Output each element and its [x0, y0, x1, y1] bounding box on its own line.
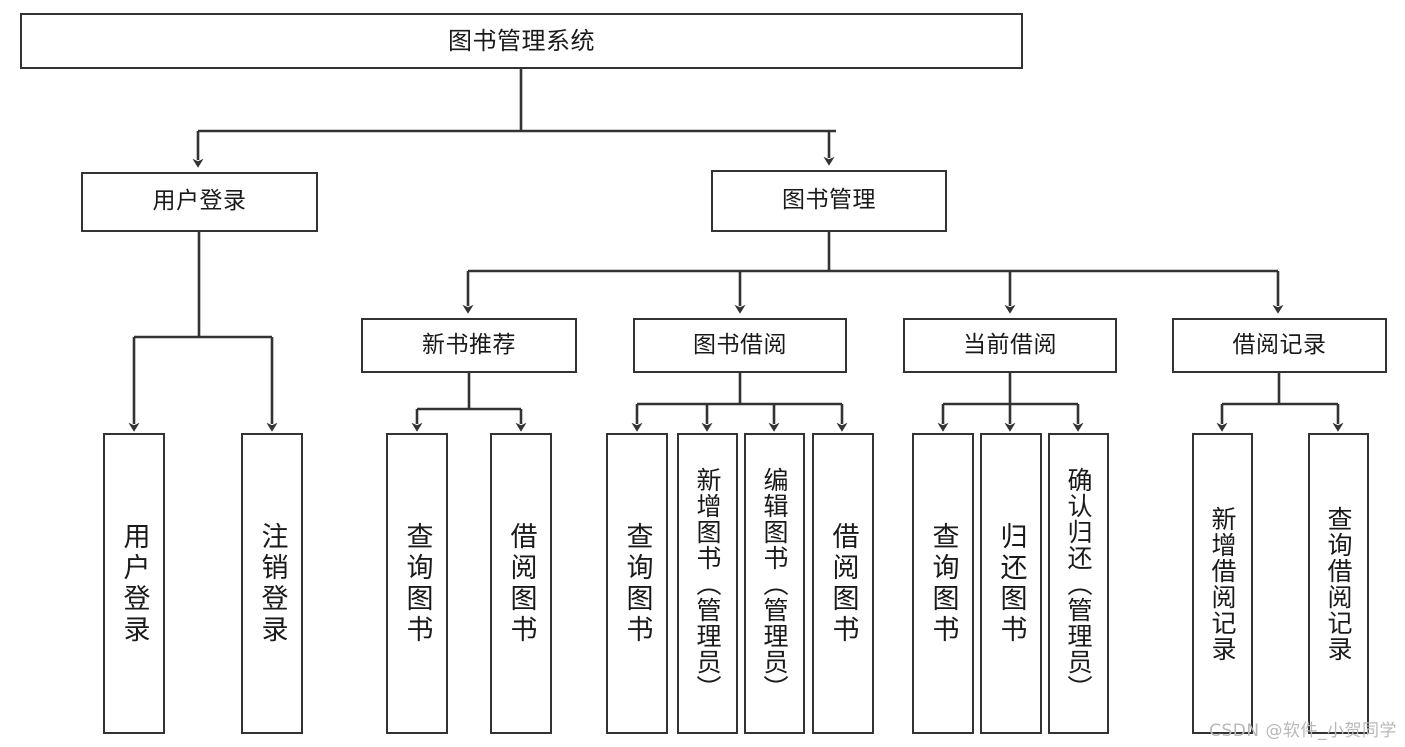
node-label: 用户登录 — [118, 521, 150, 646]
node-book-management[interactable]: 图书管理 — [711, 170, 947, 232]
node-leaf-borrow-book[interactable]: 借阅图书 — [812, 433, 874, 734]
node-borrow-record[interactable]: 借阅记录 — [1172, 318, 1387, 373]
node-label: 查询图书 — [927, 521, 959, 646]
node-leaf-return-book[interactable]: 归还图书 — [980, 433, 1042, 734]
node-leaf-add-borrow-record[interactable]: 新增借阅记录 — [1192, 433, 1253, 734]
node-label: 新增借阅记录 — [1208, 505, 1237, 662]
node-user-login[interactable]: 用户登录 — [81, 172, 318, 232]
node-leaf-logout[interactable]: 注销登录 — [241, 433, 303, 734]
node-leaf-user-login[interactable]: 用户登录 — [103, 433, 165, 734]
node-label: 图书借阅 — [693, 331, 787, 358]
node-label: 查询图书 — [621, 521, 653, 646]
node-label: 借阅图书 — [505, 521, 537, 646]
node-book-borrow[interactable]: 图书借阅 — [633, 318, 847, 373]
node-current-borrow[interactable]: 当前借阅 — [903, 318, 1117, 373]
watermark-text: CSDN @软件_小贺同学 — [1209, 721, 1397, 741]
node-label: 当前借阅 — [963, 331, 1057, 358]
node-label: 借阅图书 — [827, 521, 859, 646]
node-label: 图书管理 — [782, 187, 876, 214]
node-label: 查询借阅记录 — [1324, 505, 1353, 662]
node-leaf-query-book-borrow[interactable]: 查询图书 — [606, 433, 668, 734]
node-label: 注销登录 — [256, 521, 288, 646]
node-label: 借阅记录 — [1232, 331, 1327, 358]
node-leaf-query-borrow-record[interactable]: 查询借阅记录 — [1308, 433, 1369, 734]
node-leaf-borrow-book-recommend[interactable]: 借阅图书 — [490, 433, 552, 734]
node-leaf-add-book-admin[interactable]: 新增图书（管理员） — [677, 433, 738, 734]
node-label: 编辑图书（管理员） — [760, 466, 789, 701]
node-label: 查询图书 — [401, 521, 433, 646]
node-label: 归还图书 — [995, 521, 1027, 646]
node-label: 新增图书（管理员） — [693, 466, 722, 701]
node-label: 图书管理系统 — [448, 26, 595, 55]
node-label: 确认归还（管理员） — [1064, 466, 1093, 701]
node-root-book-management-system[interactable]: 图书管理系统 — [20, 13, 1023, 69]
node-leaf-confirm-return-admin[interactable]: 确认归还（管理员） — [1048, 433, 1109, 734]
node-leaf-edit-book-admin[interactable]: 编辑图书（管理员） — [744, 433, 805, 734]
node-leaf-query-book-recommend[interactable]: 查询图书 — [386, 433, 448, 734]
node-new-book-recommend[interactable]: 新书推荐 — [361, 318, 577, 373]
node-label: 用户登录 — [152, 188, 247, 215]
node-leaf-query-book-current[interactable]: 查询图书 — [912, 433, 974, 734]
node-label: 新书推荐 — [422, 331, 516, 358]
